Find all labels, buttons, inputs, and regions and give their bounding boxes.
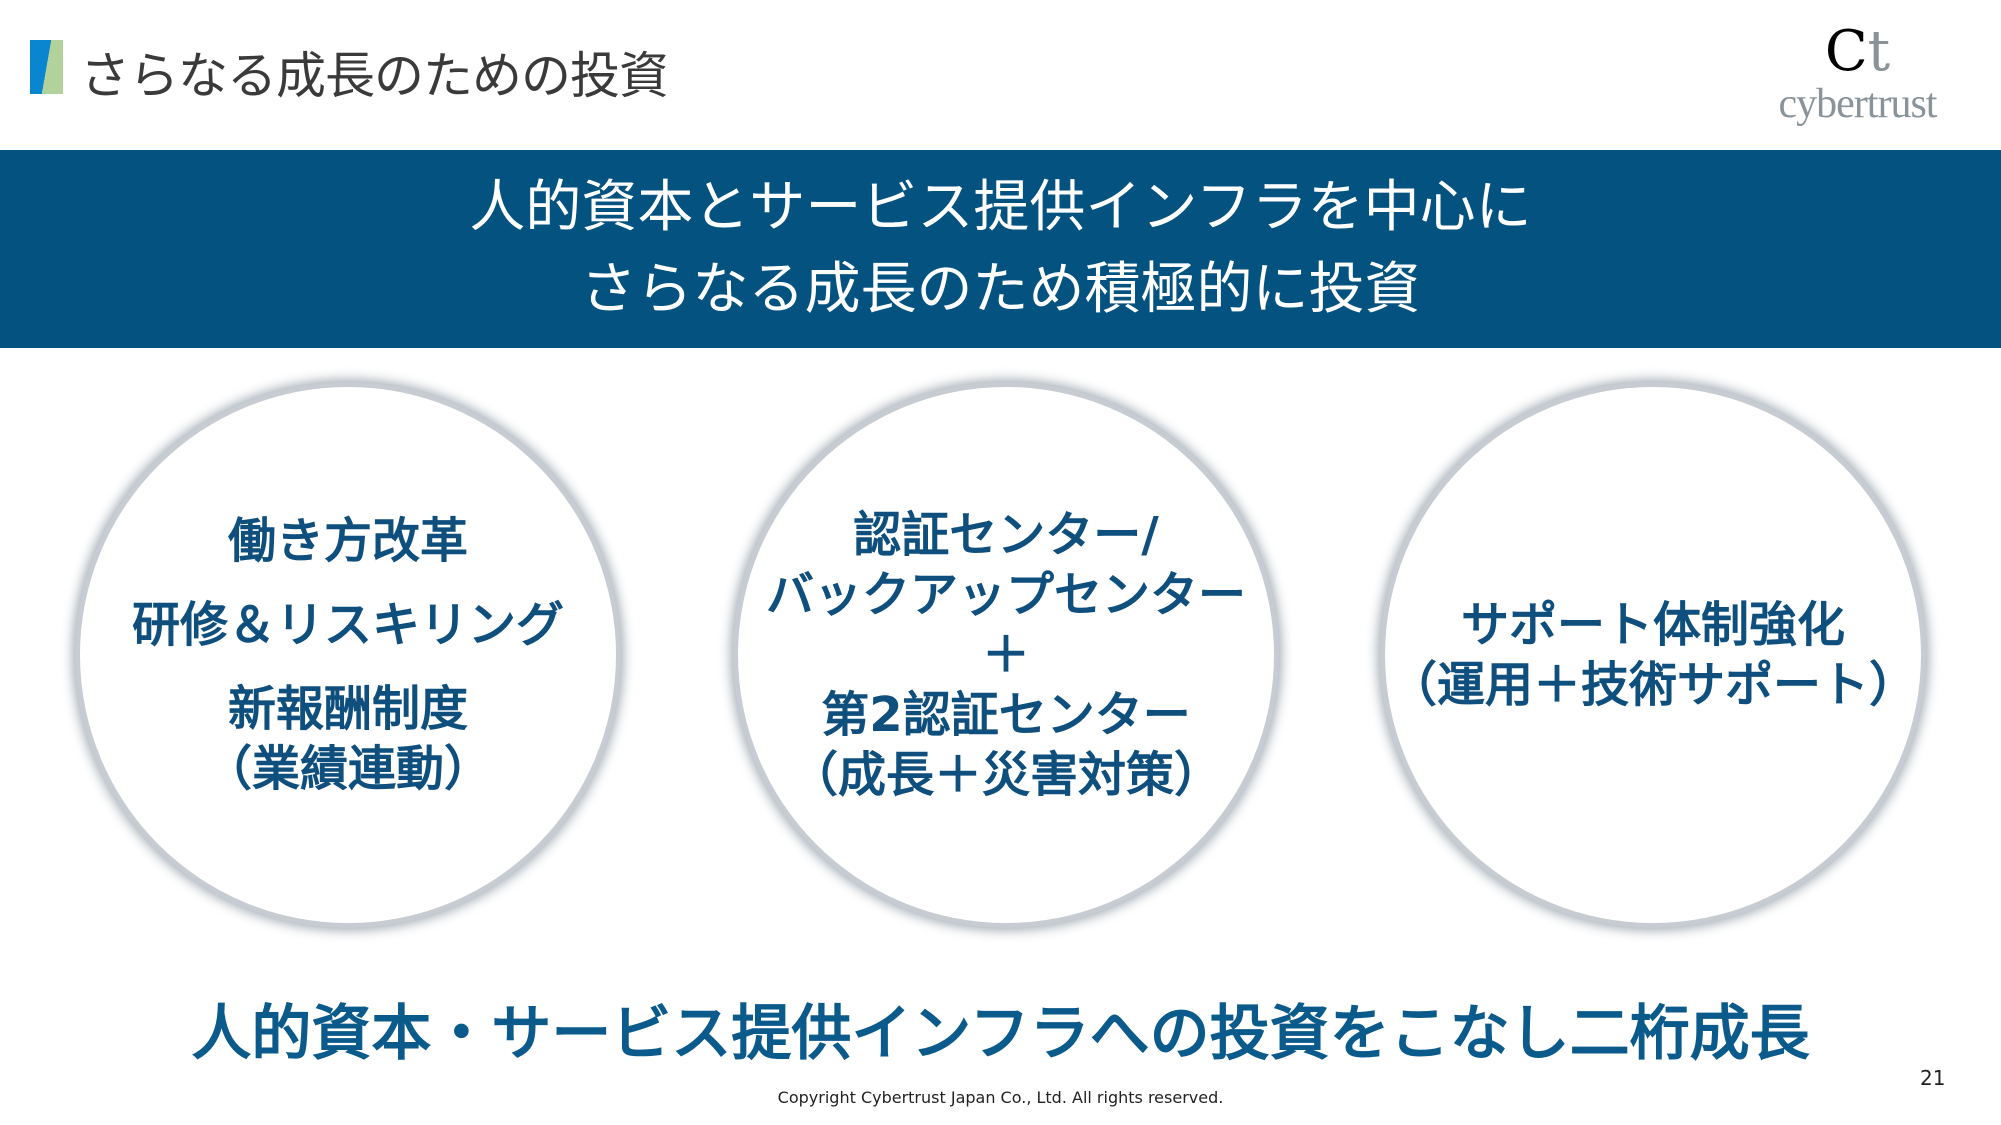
circle-text: 研修＆リスキリング	[131, 597, 564, 653]
investment-circle-human-capital: 働き方改革 研修＆リスキリング 新報酬制度 （業績連動）	[80, 387, 616, 923]
circle-text: ＋	[981, 627, 1030, 683]
logo-text: cybertrust	[1778, 81, 1938, 127]
circle-text: 新報酬制度	[227, 681, 468, 737]
circle-text: 第2認証センター	[821, 687, 1191, 743]
cybertrust-logo: Ct cybertrust	[1765, 20, 1950, 135]
circle-text: 働き方改革	[227, 513, 468, 569]
summary-statement: 人的資本・サービス提供インフラへの投資をこなし二桁成長	[191, 999, 1810, 1069]
circle-text: サポート体制強化	[1460, 597, 1845, 653]
banner-line-1: 人的資本とサービス提供インフラを中心に	[469, 175, 1532, 240]
page-title: さらなる成長のための投資	[80, 47, 669, 105]
circle-text: バックアップセンター	[765, 567, 1246, 623]
banner-line-2: さらなる成長のため積極的に投資	[580, 257, 1421, 322]
circle-text: （業績連動）	[203, 741, 492, 797]
copyright: Copyright Cybertrust Japan Co., Ltd. All…	[777, 1088, 1224, 1107]
investment-circle-support: サポート体制強化 （運用＋技術サポート）	[1385, 387, 1921, 923]
circle-text: 認証センター/	[853, 507, 1159, 563]
circle-text: （運用＋技術サポート）	[1388, 657, 1917, 713]
headline-banner: 人的資本とサービス提供インフラを中心に さらなる成長のため積極的に投資	[0, 150, 2001, 348]
investment-circle-data-centers: 認証センター/ バックアップセンター ＋ 第2認証センター （成長＋災害対策）	[738, 387, 1274, 923]
title-accent-mark	[30, 40, 63, 94]
page-number: 21	[1920, 1066, 1946, 1090]
logo-mark-icon: Ct	[1824, 19, 1891, 84]
circle-text: （成長＋災害対策）	[789, 747, 1222, 803]
